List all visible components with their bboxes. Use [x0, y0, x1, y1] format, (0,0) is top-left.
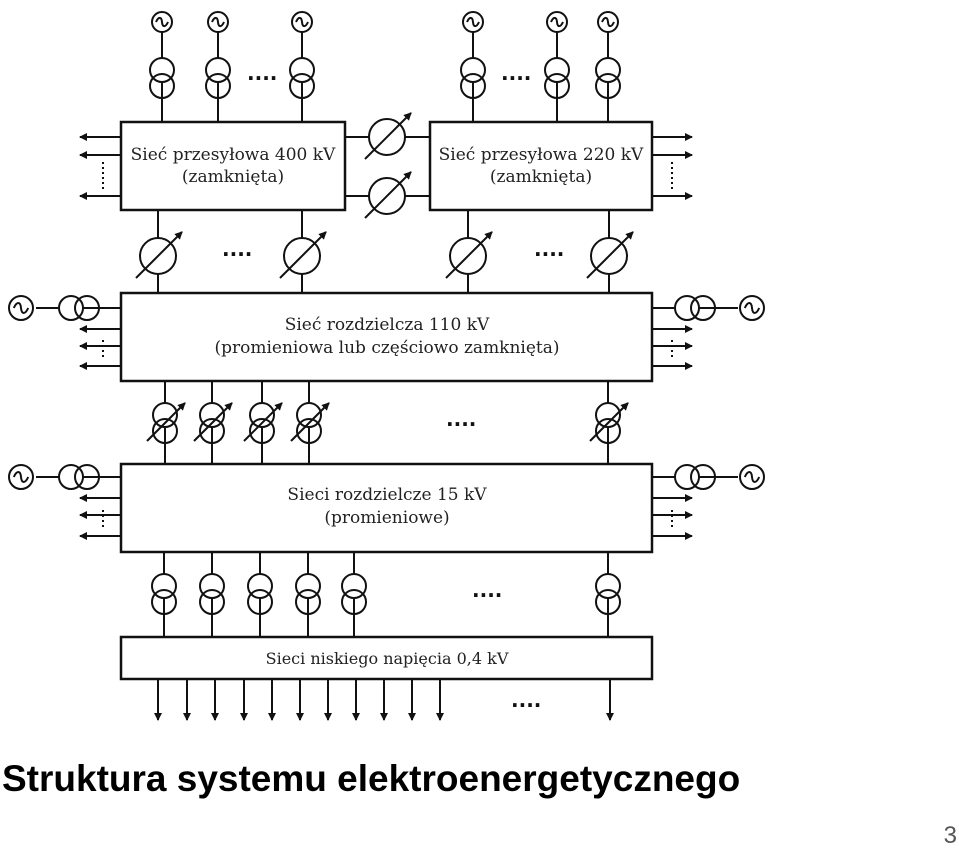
transformer-icon	[544, 57, 570, 99]
transformer-icon	[151, 573, 177, 615]
ellipsis-400-110: ....	[222, 237, 252, 261]
box-110kv	[119, 291, 654, 383]
transformer-icon	[149, 57, 175, 99]
generator-icon	[8, 295, 34, 321]
box-220kv-line2: (zamknięta)	[490, 167, 592, 187]
generator-icon	[739, 464, 765, 490]
transformer-icon	[205, 57, 231, 99]
transformer-icon	[460, 57, 486, 99]
regulating-transformer-icon	[364, 112, 412, 160]
box-220kv-line1: Sieć przesyłowa 220 kV	[439, 145, 644, 165]
generator-icon	[151, 11, 173, 33]
ellipsis-220-110: ....	[534, 237, 564, 261]
generator-icon	[207, 11, 229, 33]
regulating-transformer-icon	[146, 402, 186, 444]
generator-icon	[291, 11, 313, 33]
box-110kv-line1: Sieć rozdzielcza 110 kV	[285, 315, 490, 335]
generator-icon	[739, 295, 765, 321]
box-04kv	[119, 635, 654, 681]
transformer-icon	[674, 295, 716, 321]
generator-icon	[462, 11, 484, 33]
regulating-transformer-icon	[193, 402, 233, 444]
regulating-transformer-icon	[589, 402, 629, 444]
ellipsis-top-left: ....	[247, 61, 277, 85]
box-400kv-line1: Sieć przesyłowa 400 kV	[131, 145, 336, 165]
box-15kv-line2: (promieniowe)	[324, 508, 449, 528]
generator-icon	[597, 11, 619, 33]
power-system-diagram: Sieć przesyłowa 400 kV (zamknięta) Sieć …	[8, 11, 765, 721]
transformer-icon	[674, 464, 716, 490]
transformer-icon	[58, 464, 100, 490]
page-number: 3	[943, 822, 957, 849]
box-15kv	[119, 462, 654, 554]
transformer-icon	[595, 57, 621, 99]
ellipsis-110-15: ....	[446, 407, 476, 431]
ellipsis-top-right: ....	[501, 61, 531, 85]
regulating-transformer-icon	[445, 231, 493, 279]
transformer-icon	[295, 573, 321, 615]
box-04kv-line1: Sieci niskiego napięcia 0,4 kV	[266, 649, 509, 668]
transformer-icon	[341, 573, 367, 615]
regulating-transformer-icon	[364, 171, 412, 219]
page-title: Struktura systemu elektroenergetycznego	[2, 758, 741, 799]
ellipsis-outputs: ....	[511, 688, 541, 712]
generator-icon	[8, 464, 34, 490]
box-400kv	[119, 120, 347, 212]
transformer-icon	[289, 57, 315, 99]
regulating-transformer-icon	[243, 402, 283, 444]
transformer-icon	[199, 573, 225, 615]
regulating-transformer-icon	[290, 402, 330, 444]
ellipsis-15-04: ....	[472, 578, 502, 602]
regulating-transformer-icon	[279, 231, 327, 279]
transformer-icon	[247, 573, 273, 615]
box-220kv	[428, 120, 654, 212]
transformer-icon	[58, 295, 100, 321]
transformer-icon	[595, 573, 621, 615]
box-15kv-line1: Sieci rozdzielcze 15 kV	[287, 485, 487, 505]
generator-icon	[546, 11, 568, 33]
box-400kv-line2: (zamknięta)	[182, 167, 284, 187]
regulating-transformer-icon	[135, 231, 183, 279]
box-110kv-line2: (promieniowa lub częściowo zamknięta)	[214, 338, 559, 358]
regulating-transformer-icon	[586, 231, 634, 279]
